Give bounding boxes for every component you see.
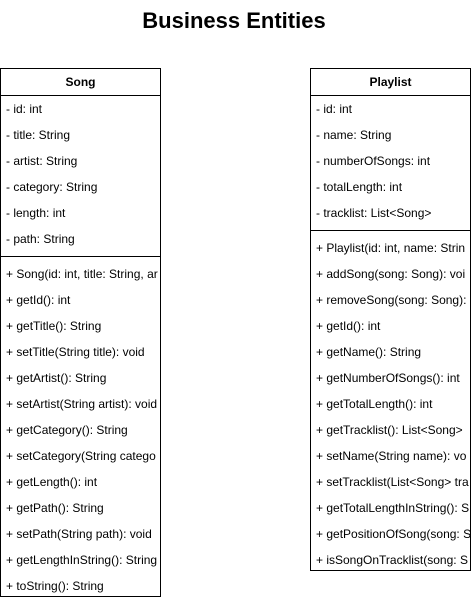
song-attribute: - title: String xyxy=(6,128,71,142)
song-method: + getLength(): int xyxy=(6,475,98,489)
song-attribute: - path: String xyxy=(6,232,75,246)
playlist-method: + addSong(song: Song): voi xyxy=(316,267,466,281)
playlist-method: + removeSong(song: Song): xyxy=(316,293,467,307)
playlist-method: + setTracklist(List<Song> tra xyxy=(316,475,469,489)
playlist-method: + getTotalLengthInString(): S xyxy=(316,501,470,515)
playlist-method: + getName(): String xyxy=(316,345,422,359)
playlist-method: + isSongOnTracklist(song: S xyxy=(316,553,468,567)
song-methods-section: + Song(id: int, title: String, ar + getI… xyxy=(1,256,160,596)
playlist-class-box[interactable]: Playlist - id: int - name: String - numb… xyxy=(310,68,471,571)
playlist-method: + getId(): int xyxy=(316,319,381,333)
playlist-attributes-section: - id: int - name: String - numberOfSongs… xyxy=(311,96,470,230)
song-method: + getLengthInString(): String xyxy=(6,553,158,567)
song-method: + getTitle(): String xyxy=(6,319,102,333)
song-method: + setPath(String path): void xyxy=(6,527,152,541)
song-method: + Song(id: int, title: String, ar xyxy=(6,267,158,281)
song-method: + getCategory(): String xyxy=(6,423,128,437)
playlist-attribute: - name: String xyxy=(316,128,392,142)
song-class-box[interactable]: Song - id: int - title: String - artist:… xyxy=(0,68,161,597)
playlist-class-name: Playlist xyxy=(311,69,470,96)
playlist-attribute: - totalLength: int xyxy=(316,180,403,194)
page-title: Business Entities xyxy=(142,8,326,33)
song-attributes-section: - id: int - title: String - artist: Stri… xyxy=(1,96,160,256)
playlist-method: + getPositionOfSong(song: S xyxy=(316,527,470,541)
playlist-method: + getNumberOfSongs(): int xyxy=(316,371,460,385)
playlist-attribute: - numberOfSongs: int xyxy=(316,154,431,168)
song-method: + setCategory(String catego xyxy=(6,449,156,463)
song-attribute: - category: String xyxy=(6,180,98,194)
song-method: + setTitle(String title): void xyxy=(6,345,145,359)
song-attribute: - length: int xyxy=(6,206,66,220)
playlist-method: + getTracklist(): List<Song> xyxy=(316,423,463,437)
song-attribute: - artist: String xyxy=(6,154,78,168)
playlist-attribute: - tracklist: List<Song> xyxy=(316,206,432,220)
playlist-method: + Playlist(id: int, name: Strin xyxy=(316,241,466,255)
playlist-method: + setName(String name): vo xyxy=(316,449,467,463)
song-class-name: Song xyxy=(1,69,160,96)
playlist-attribute: - id: int xyxy=(316,102,353,116)
playlist-method: + getTotalLength(): int xyxy=(316,397,433,411)
song-method: + getArtist(): String xyxy=(6,371,107,385)
song-method: + setArtist(String artist): void xyxy=(6,397,158,411)
song-method: + getId(): int xyxy=(6,293,71,307)
song-method: + getPath(): String xyxy=(6,501,104,515)
song-attribute: - id: int xyxy=(6,102,43,116)
song-method: + toString(): String xyxy=(6,579,104,593)
playlist-methods-section: + Playlist(id: int, name: Strin + addSon… xyxy=(311,230,470,570)
